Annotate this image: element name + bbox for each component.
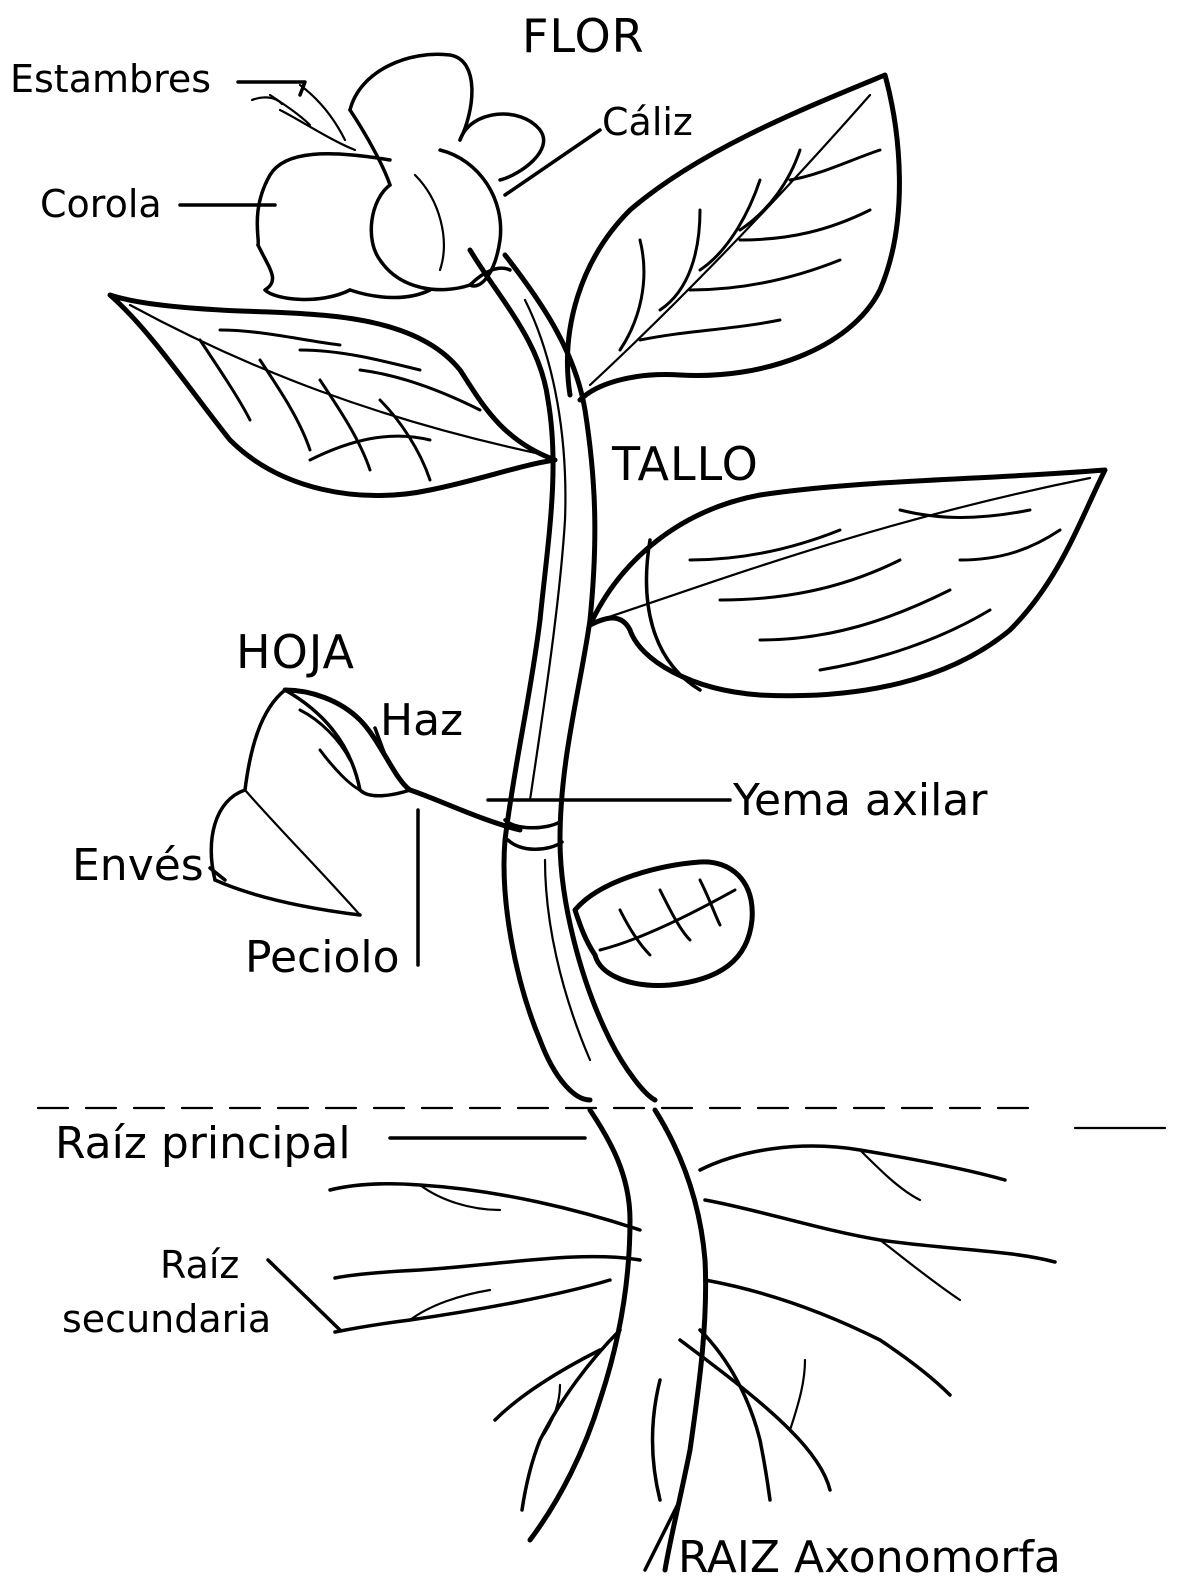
label-peciolo: Peciolo [245,932,400,983]
label-haz: Haz [380,695,463,746]
label-raiz-axonomorfa: RAIZ Axonomorfa [678,1532,1061,1583]
leaf-small-left [211,690,520,915]
label-raiz-secundaria-line1: Raíz [160,1243,239,1287]
label-hoja: HOJA [236,625,355,679]
leaf-upper-left [110,295,555,496]
label-raiz-principal: Raíz principal [55,1118,351,1169]
label-estambres: Estambres [10,57,211,101]
label-yema-axilar: Yema axilar [732,775,988,826]
label-enves: Envés [72,840,204,891]
roots [330,1110,1055,1570]
label-raiz-secundaria-line2: secundaria [62,1297,271,1341]
flower [252,54,544,299]
label-flor: FLOR [522,9,645,63]
leaf-small-right [575,862,752,986]
leader-lines [180,82,730,1570]
leaf-middle-right [590,470,1105,696]
label-corola: Corola [40,182,162,226]
label-tallo: TALLO [611,437,759,491]
label-caliz: Cáliz [602,100,693,144]
